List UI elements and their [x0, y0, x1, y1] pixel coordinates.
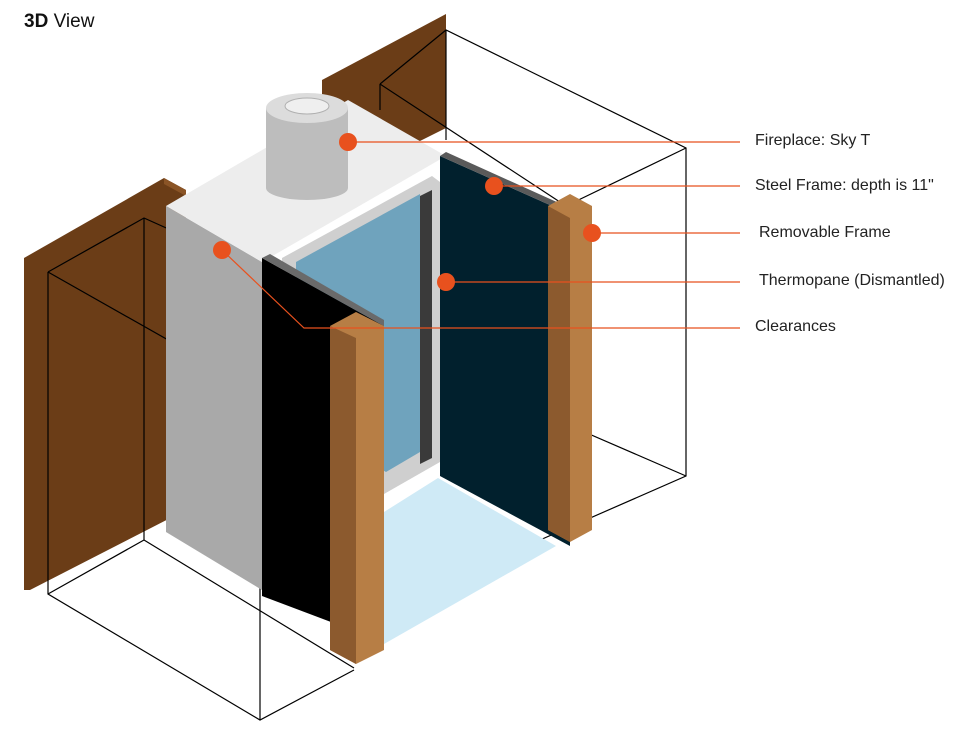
callout-dot-steel-frame: [485, 177, 503, 195]
steel-frame-left-edge: [262, 254, 384, 326]
callout-label-thermopane: Thermopane (Dismantled): [759, 272, 945, 289]
callout-dots: [213, 133, 601, 291]
steel-frame-right: [440, 156, 570, 546]
callout-dot-clearances: [213, 241, 231, 259]
fireplace-left-face: [166, 206, 262, 590]
left-wall-wood-edge: [164, 178, 186, 196]
page-title: 3D View: [24, 11, 94, 33]
callout-dot-fireplace: [339, 133, 357, 151]
callout-label-removable-frame: Removable Frame: [759, 224, 891, 241]
removable-frame-right: [548, 194, 592, 542]
callout-label-steel-frame: Steel Frame: depth is 11": [755, 177, 934, 194]
flue-cylinder: [266, 93, 348, 200]
callout-label-fireplace: Fireplace: Sky T: [755, 132, 871, 149]
steel-frame-right-edge: [440, 152, 570, 214]
callout-dot-removable-frame: [583, 224, 601, 242]
callout-lines: [221, 141, 740, 329]
hearth-floor: [384, 478, 556, 644]
removable-frame-left: [330, 312, 384, 664]
glass-inner-dark: [420, 190, 432, 464]
title-bold: 3D: [24, 11, 49, 32]
callout-label-clearances: Clearances: [755, 318, 836, 335]
title-rest: View: [48, 11, 95, 32]
callout-dot-thermopane: [437, 273, 455, 291]
